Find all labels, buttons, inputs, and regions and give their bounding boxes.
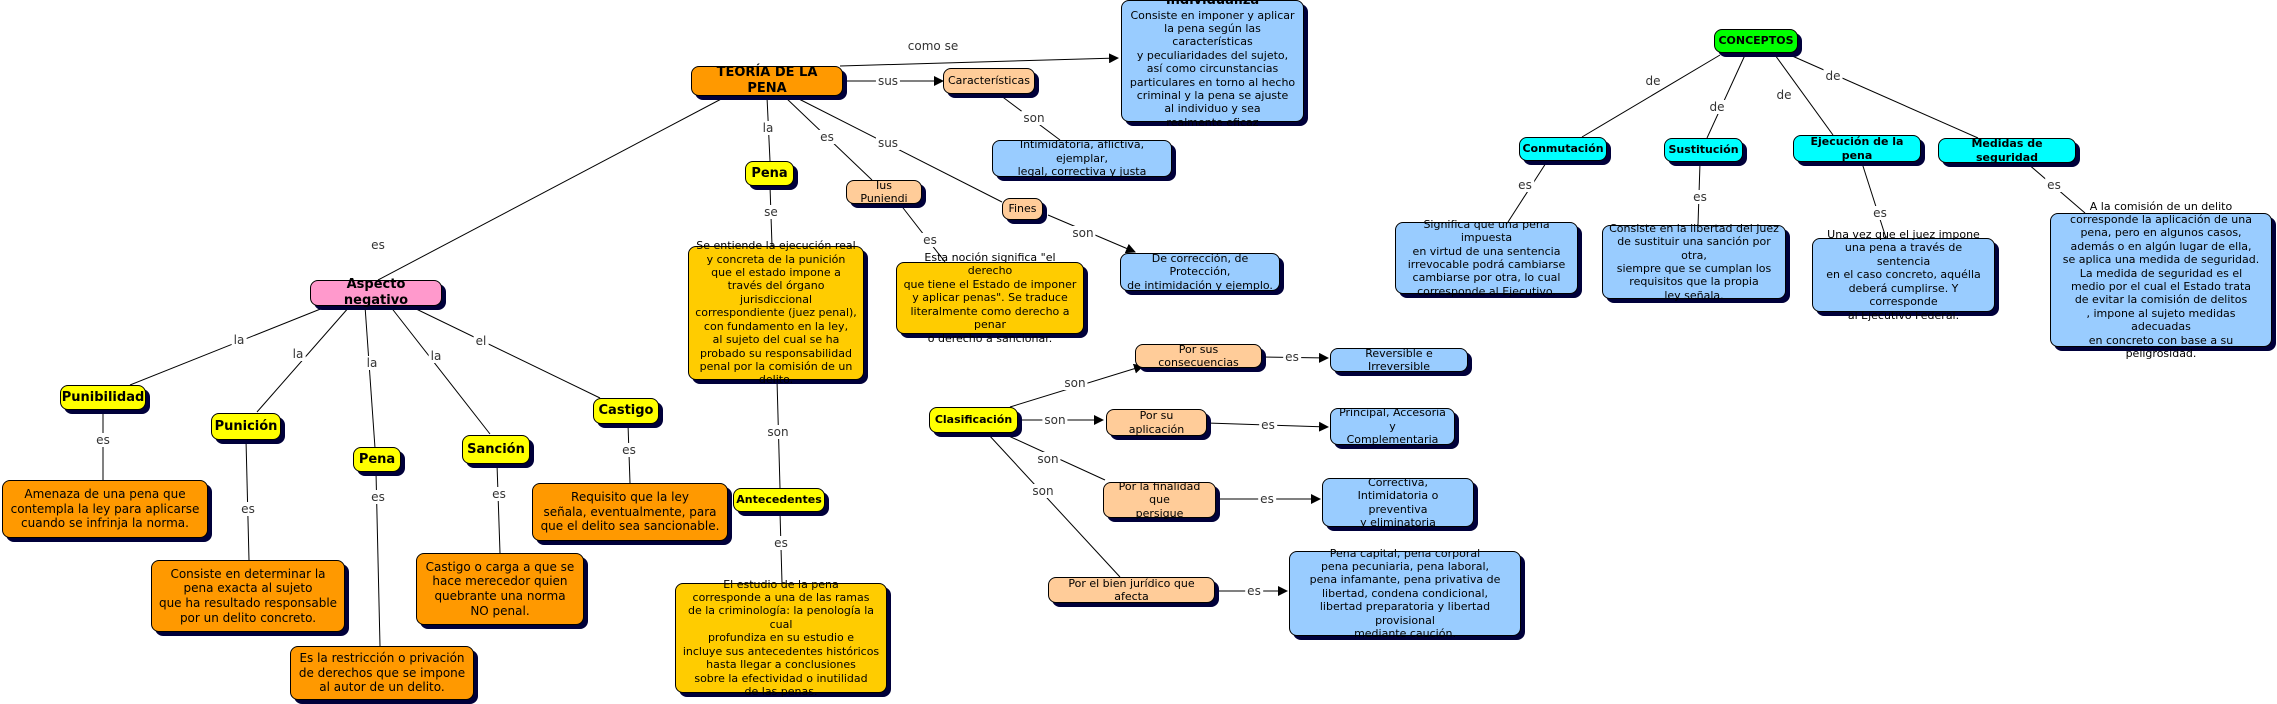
link-label: es bbox=[369, 490, 387, 504]
link-label: se bbox=[762, 205, 780, 219]
node-teoria-de-la-pena[interactable]: TEORÍA DE LA PENA bbox=[691, 65, 843, 96]
node-castigo[interactable]: Castigo bbox=[593, 398, 659, 424]
link-label: es bbox=[1259, 418, 1277, 432]
link-label: es bbox=[1691, 190, 1709, 204]
link-label: de bbox=[1707, 100, 1727, 114]
node-punibilidad[interactable]: Punibilidad bbox=[60, 385, 146, 410]
link-label: de bbox=[1823, 69, 1843, 83]
link-label: de bbox=[1774, 88, 1794, 102]
link-label: es bbox=[239, 502, 257, 516]
node-por-sus-consecuencias[interactable]: Por sus consecuencias bbox=[1135, 343, 1262, 369]
node-conceptos[interactable]: CONCEPTOS bbox=[1714, 29, 1798, 53]
link-label: son bbox=[1035, 452, 1061, 466]
node-caracteristicas-desc[interactable]: Intimidatoria, aflictiva, ejemplar, lega… bbox=[992, 138, 1172, 178]
node-antecedentes-desc[interactable]: El estudio de la pena corresponde a una … bbox=[675, 578, 887, 698]
node-por-el-bien-juridico[interactable]: Por el bien jurídico que afecta bbox=[1048, 577, 1215, 603]
link-label: la bbox=[290, 347, 306, 361]
link-label: es bbox=[1871, 206, 1889, 220]
node-pena-negativo-desc[interactable]: Es la restricción o privación de derecho… bbox=[290, 646, 474, 700]
node-castigo-desc[interactable]: Requisito que la ley señala, eventualmen… bbox=[532, 483, 728, 541]
node-punicion-desc[interactable]: Consiste en determinar la pena exacta al… bbox=[151, 560, 345, 632]
node-ejecucion-de-la-pena[interactable]: Ejecución de la pena bbox=[1793, 135, 1921, 162]
link-label: es bbox=[369, 238, 387, 252]
node-bien-juridico-desc[interactable]: Pena capital, pena corporal pena pecunia… bbox=[1289, 547, 1521, 640]
node-sancion-desc[interactable]: Castigo o carga a que se hace merecedor … bbox=[416, 553, 584, 625]
link-label: es bbox=[1516, 178, 1534, 192]
node-por-la-finalidad[interactable]: Por la finalidad que persigue bbox=[1103, 480, 1216, 520]
link-label: es bbox=[490, 487, 508, 501]
node-antecedentes[interactable]: Antecedentes bbox=[733, 488, 825, 512]
node-sustitucion-desc[interactable]: Consiste en la libertad del juez de sust… bbox=[1602, 222, 1786, 302]
node-ejecucion-desc[interactable]: Una vez que el juez impone una pena a tr… bbox=[1812, 228, 1995, 322]
link-label: son bbox=[1042, 413, 1068, 427]
link-label: son bbox=[1070, 226, 1096, 240]
link-label: la bbox=[364, 356, 380, 370]
node-aplicacion-desc[interactable]: Principal, Accesoria y Complementaria bbox=[1330, 406, 1455, 446]
node-consecuencias-desc[interactable]: Reversible e Irreversible bbox=[1330, 347, 1468, 373]
node-medidas-de-seguridad[interactable]: Medidas de seguridad bbox=[1938, 137, 2076, 164]
link-label: el bbox=[473, 334, 489, 348]
node-punibilidad-desc[interactable]: Amenaza de una pena que contempla la ley… bbox=[2, 480, 208, 538]
link-label: es bbox=[1283, 350, 1301, 364]
node-clasificacion[interactable]: Clasificación bbox=[929, 407, 1018, 433]
node-por-su-aplicacion[interactable]: Por su aplicación bbox=[1106, 409, 1207, 436]
link-label: sus bbox=[875, 136, 901, 150]
link-label: es bbox=[921, 233, 939, 247]
node-pena-top[interactable]: Pena bbox=[745, 161, 794, 186]
node-pena-negativo[interactable]: Pena bbox=[353, 447, 401, 472]
node-finalidad-desc[interactable]: Correctiva, Intimidatoria o preventiva y… bbox=[1322, 476, 1474, 529]
node-conmutacion[interactable]: Conmutación bbox=[1519, 137, 1607, 161]
link-label: la bbox=[760, 121, 776, 135]
node-ius-puniendi-desc[interactable]: Esta noción significa "el derecho que ti… bbox=[896, 251, 1084, 345]
node-punicion[interactable]: Punición bbox=[211, 413, 281, 440]
node-sancion[interactable]: Sanción bbox=[462, 435, 530, 464]
node-medidas-desc[interactable]: A la comisión de un delito corresponde l… bbox=[2050, 200, 2272, 360]
link-label: son bbox=[1030, 484, 1056, 498]
link-label: es bbox=[94, 433, 112, 447]
link-label: es bbox=[2045, 178, 2063, 192]
link-label: la bbox=[231, 333, 247, 347]
link-label: son bbox=[1021, 111, 1047, 125]
node-fines[interactable]: Fines bbox=[1002, 198, 1043, 220]
node-caracteristicas[interactable]: Características bbox=[943, 68, 1035, 94]
link-label: como se bbox=[905, 39, 961, 53]
link-label: sus bbox=[875, 74, 901, 88]
node-individualiza[interactable]: Individualiza Consiste en imponer y apli… bbox=[1121, 0, 1304, 129]
link-label: son bbox=[765, 425, 791, 439]
node-aspecto-negativo[interactable]: Aspecto negativo bbox=[310, 277, 442, 308]
link-label: es bbox=[1258, 492, 1276, 506]
link-label: son bbox=[1062, 376, 1088, 390]
node-fines-desc[interactable]: De corrección, de Protección, de intimid… bbox=[1120, 252, 1280, 292]
node-sustitucion[interactable]: Sustitución bbox=[1664, 138, 1743, 162]
link-label: es bbox=[620, 443, 638, 457]
link-label: la bbox=[428, 349, 444, 363]
link-label: es bbox=[818, 130, 836, 144]
node-conmutacion-desc[interactable]: Significa que una pena impuesta en virtu… bbox=[1395, 218, 1578, 298]
link-label: de bbox=[1643, 74, 1663, 88]
link-label: es bbox=[1245, 584, 1263, 598]
link-label: es bbox=[772, 536, 790, 550]
node-pena-definicion[interactable]: Se entiende la ejecución real y concreta… bbox=[688, 239, 864, 386]
node-ius-puniendi[interactable]: Ius Puniendi bbox=[846, 179, 922, 205]
